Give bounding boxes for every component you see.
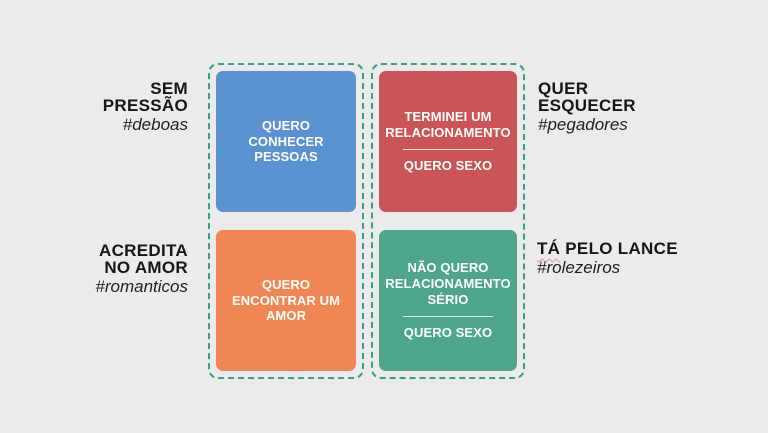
spellcheck-marked-word: TÁ [537, 239, 561, 258]
label-bottom-right-line1: TÁ PELO LANCE [537, 240, 678, 257]
label-top-right: QUER ESQUECER #pegadores [538, 80, 636, 133]
hashtag-rolezeiros: #rolezeiros [537, 258, 621, 277]
hashtag-deboas: #deboas [122, 115, 188, 134]
box-green-line2: RELACIONAMENTO [385, 276, 511, 292]
left-column-frame: QUERO CONHECER PESSOAS QUERO ENCONTRAR U… [208, 63, 364, 379]
label-top-right-line2: ESQUECER [538, 96, 636, 115]
label-bottom-right: TÁ PELO LANCE #rolezeiros [537, 240, 678, 276]
box-nao-quero-relacionamento-serio: NÃO QUERO RELACIONAMENTO SÉRIO QUERO SEX… [379, 230, 517, 371]
box-blue-line3: PESSOAS [254, 149, 318, 165]
box-blue-line2: CONHECER [248, 133, 324, 149]
box-blue-line1: QUERO [261, 117, 311, 133]
box-red-line1: TERMINEI UM [404, 109, 492, 125]
label-top-left: SEM PRESSÃO #deboas [103, 80, 188, 133]
box-quero-conhecer-pessoas: QUERO CONHECER PESSOAS [216, 71, 356, 212]
box-orange-line3: AMOR [265, 308, 307, 324]
hashtag-romanticos: #romanticos [95, 277, 188, 296]
box-red-line3: QUERO SEXO [403, 157, 493, 173]
label-bottom-left: ACREDITA NO AMOR #romanticos [95, 242, 188, 295]
label-bottom-right-line1-rest: PELO LANCE [560, 239, 678, 258]
box-orange-line1: QUERO [261, 276, 311, 292]
box-green-line3: SÉRIO [427, 292, 469, 307]
box-green-line4: QUERO SEXO [403, 324, 493, 340]
red-box-divider [402, 148, 494, 150]
hashtag-pegadores: #pegadores [538, 115, 628, 134]
label-bottom-left-line2: NO AMOR [104, 258, 188, 277]
label-bottom-left-line1: ACREDITA [99, 241, 188, 260]
label-top-left-line1: SEM [150, 79, 188, 98]
box-terminei-um-relacionamento: TERMINEI UM RELACIONAMENTO QUERO SEXO [379, 71, 517, 212]
box-orange-line2: ENCONTRAR UM [231, 292, 341, 308]
label-top-right-line1: QUER [538, 79, 589, 98]
box-green-line1: NÃO QUERO [407, 260, 489, 276]
green-box-divider [402, 315, 494, 317]
box-red-line2: RELACIONAMENTO [385, 125, 511, 141]
box-quero-encontrar-um-amor: QUERO ENCONTRAR UM AMOR [216, 230, 356, 371]
label-top-left-line2: PRESSÃO [102, 96, 188, 115]
right-column-frame: TERMINEI UM RELACIONAMENTO QUERO SEXO NÃ… [371, 63, 525, 379]
